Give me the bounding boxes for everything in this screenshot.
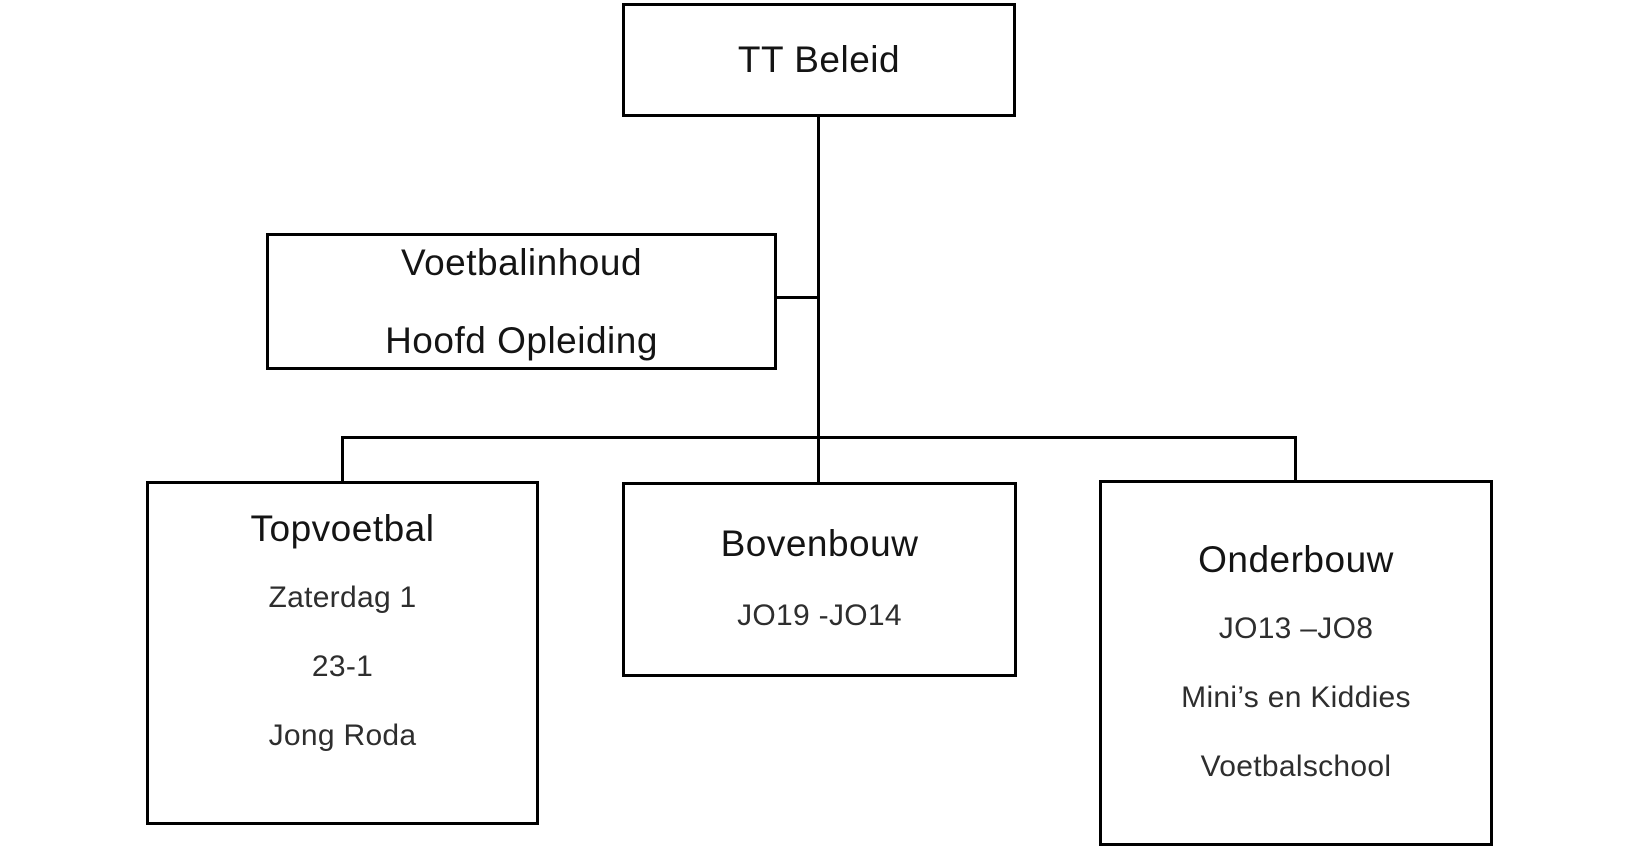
node-tt-beleid: TT Beleid bbox=[622, 3, 1016, 117]
node-item: JO19 -JO14 bbox=[737, 598, 902, 632]
node-item: Jong Roda bbox=[268, 719, 417, 752]
node-bovenbouw: Bovenbouw JO19 -JO14 bbox=[622, 482, 1017, 677]
node-onderbouw: Onderbouw JO13 –JO8 Mini’s en Kiddies Vo… bbox=[1099, 480, 1493, 846]
node-topvoetbal: Topvoetbal Zaterdag 1 23-1 Jong Roda bbox=[146, 481, 539, 825]
node-title: Bovenbouw bbox=[720, 522, 919, 564]
node-title-line: Hoofd Opleiding bbox=[385, 319, 658, 361]
node-voetbalinhoud: Voetbalinhoud Hoofd Opleiding bbox=[266, 233, 777, 370]
node-title: Topvoetbal bbox=[250, 508, 435, 549]
node-item: 23-1 bbox=[311, 650, 374, 683]
connector-staff-jog bbox=[775, 296, 819, 299]
node-item: Voetbalschool bbox=[1200, 750, 1392, 783]
node-title: TT Beleid bbox=[737, 39, 901, 80]
node-item: Zaterdag 1 bbox=[268, 581, 417, 614]
node-item: Mini’s en Kiddies bbox=[1181, 681, 1411, 714]
connector-stub-topvoetbal bbox=[341, 436, 344, 483]
connector-stub-onderbouw bbox=[1294, 436, 1297, 482]
node-item: JO13 –JO8 bbox=[1218, 612, 1374, 645]
node-title: Onderbouw bbox=[1198, 539, 1394, 580]
connector-root-trunk bbox=[817, 115, 820, 483]
connector-children-rail bbox=[341, 436, 1297, 439]
node-title-line: Voetbalinhoud bbox=[400, 241, 643, 283]
